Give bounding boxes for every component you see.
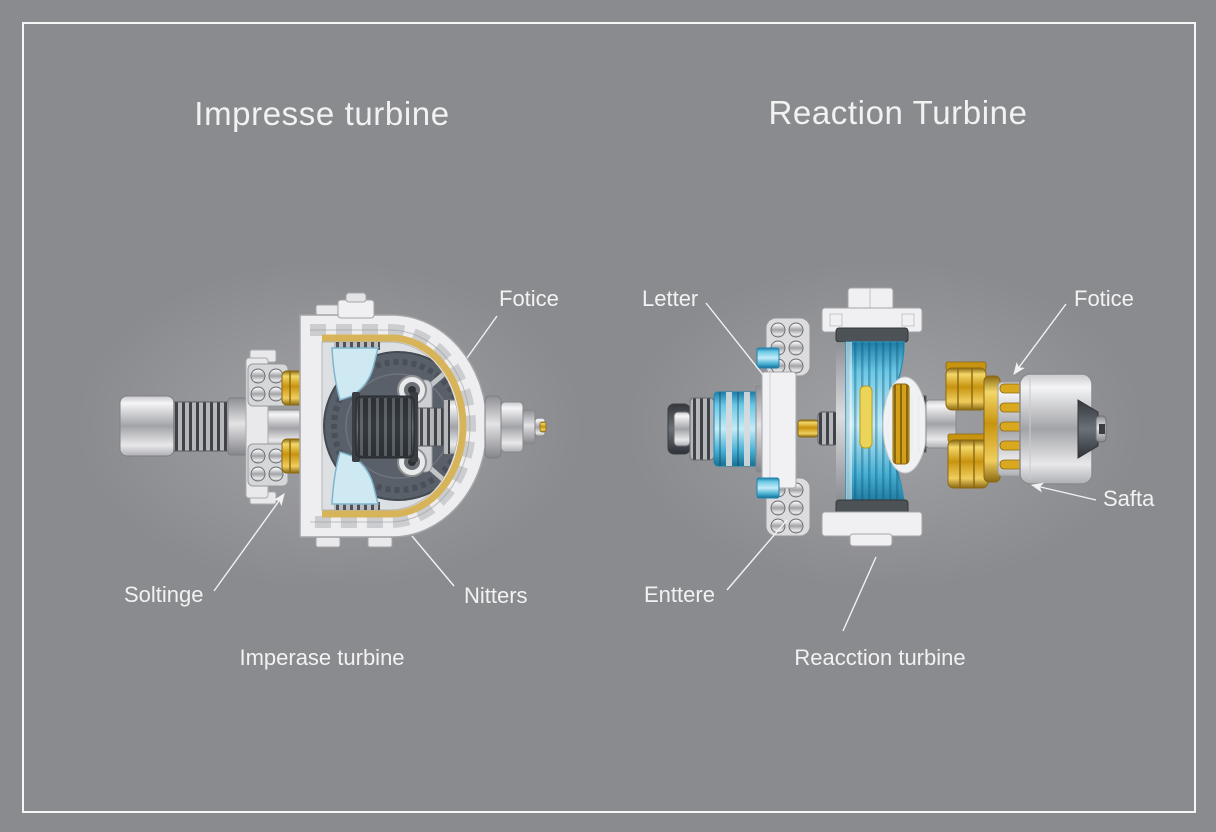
- leader-line-nitters: [411, 535, 455, 587]
- label-nitters: Nitters: [464, 583, 528, 608]
- leader-line-fotice-left: [466, 315, 498, 359]
- leader-line-caption-right: [842, 556, 877, 632]
- label-soltinge: Soltinge: [124, 582, 204, 607]
- label-letter: Letter: [642, 286, 699, 311]
- left-turbine-illustration: [75, 260, 585, 590]
- label-fotice-left: Fotice: [499, 286, 559, 311]
- leader-line-soltinge: [213, 492, 285, 592]
- right-end-housing: [1019, 373, 1107, 485]
- left-runner-assembly: [323, 342, 458, 510]
- label-enttere: Enttere: [644, 582, 715, 607]
- left-diagram-title: Impresse turbine: [194, 95, 450, 132]
- leader-line-enttere: [726, 519, 788, 591]
- leader-lines: [213, 302, 1097, 632]
- label-fotice-right: Fotice: [1074, 286, 1134, 311]
- leader-line-safta: [1030, 482, 1097, 501]
- right-turbine-spool: [821, 287, 928, 547]
- right-turbine-illustration: [625, 260, 1145, 590]
- right-diagram-title: Reaction Turbine: [768, 94, 1028, 131]
- right-diagram-caption: Reacction turbine: [794, 645, 966, 670]
- right-gear-shaft: [925, 361, 1027, 489]
- left-bearing-block: [245, 349, 289, 505]
- leader-line-fotice-right: [1013, 303, 1067, 376]
- left-output-shaft: [484, 395, 547, 459]
- right-inlet-cylinder: [667, 385, 765, 473]
- left-diagram-caption: Imperase turbine: [239, 645, 405, 670]
- label-safta: Safta: [1103, 486, 1155, 511]
- leader-line-letter: [705, 302, 765, 377]
- right-flange-plate: [756, 317, 839, 537]
